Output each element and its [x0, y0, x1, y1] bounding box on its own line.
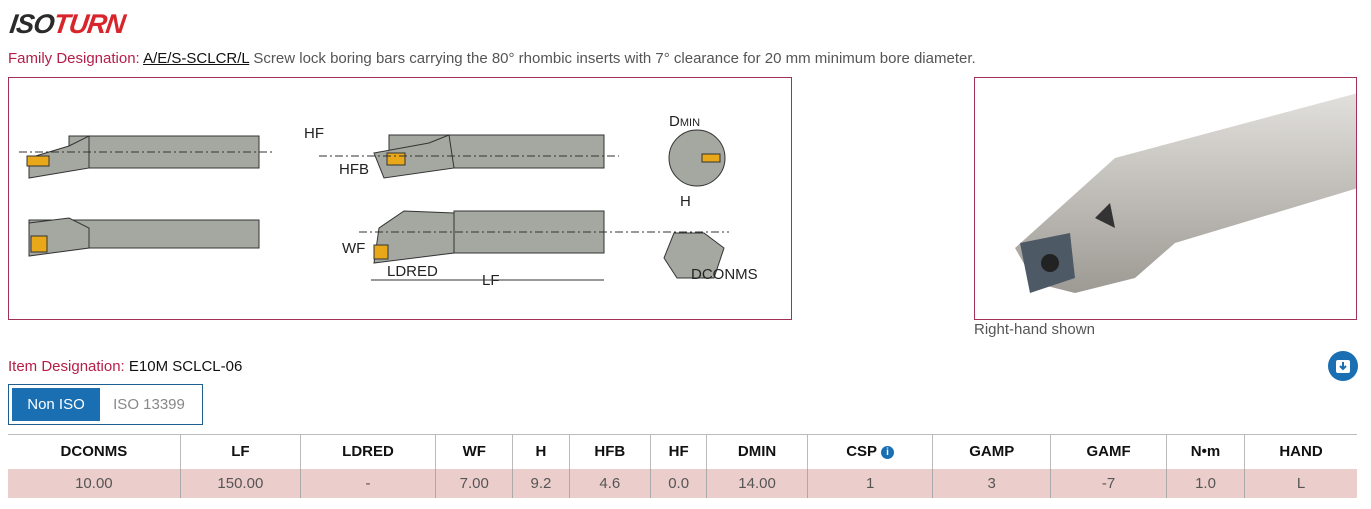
- column-header: GAMP: [932, 434, 1051, 469]
- download-button[interactable]: [1328, 351, 1358, 381]
- table-cell: 10.00: [8, 468, 181, 498]
- column-header: N•m: [1166, 434, 1245, 469]
- dconms-label: DCONMS: [691, 266, 758, 283]
- isoturn-logo: ISOTURN: [7, 9, 127, 39]
- family-designation: Family Designation: A/E/S-SCLCR/L Screw …: [8, 50, 976, 67]
- info-icon[interactable]: i: [881, 446, 895, 460]
- ldred-label: LDRED: [387, 263, 438, 280]
- table-cell: -7: [1050, 468, 1167, 498]
- standard-tabs: Non ISO ISO 13399: [8, 384, 203, 425]
- family-code-link[interactable]: A/E/S-SCLCR/L: [143, 50, 250, 67]
- family-label: Family Designation:: [8, 50, 140, 67]
- item-value: E10M SCLCL-06: [128, 358, 243, 375]
- table-cell: 1: [806, 468, 933, 498]
- table-cell: 4.6: [568, 468, 651, 498]
- column-header: HF: [650, 434, 707, 469]
- column-header: HFB: [568, 434, 651, 469]
- technical-drawing: HF HFB WF LDRED LF DMIN H DCONMS: [8, 77, 792, 320]
- column-header: H: [512, 434, 569, 469]
- photo-caption: Right-hand shown: [974, 321, 1095, 338]
- column-header: DMIN: [706, 434, 808, 469]
- wf-label: WF: [342, 240, 365, 257]
- hf-label: HF: [304, 125, 324, 142]
- column-header: GAMF: [1050, 434, 1167, 469]
- column-header: HAND: [1244, 434, 1357, 469]
- column-header: LF: [179, 434, 301, 469]
- table-cell: -: [299, 468, 436, 498]
- column-header: DCONMS: [8, 434, 181, 469]
- table-cell: 0.0: [650, 468, 707, 498]
- column-header: LDRED: [299, 434, 436, 469]
- table-cell: 14.00: [706, 468, 808, 498]
- download-icon: [1336, 360, 1350, 373]
- hfb-label: HFB: [339, 161, 369, 178]
- table-cell: L: [1244, 468, 1357, 498]
- family-description: Screw lock boring bars carrying the 80° …: [253, 50, 976, 67]
- table-cell: 1.0: [1166, 468, 1245, 498]
- item-designation: Item Designation: E10M SCLCL-06: [8, 358, 243, 375]
- column-header: WF: [435, 434, 513, 469]
- tab-non-iso[interactable]: Non ISO: [12, 388, 100, 421]
- table-cell: 150.00: [179, 468, 301, 498]
- table-cell: 3: [932, 468, 1051, 498]
- h-label: H: [680, 193, 691, 210]
- table-cell: 7.00: [435, 468, 513, 498]
- dmin-label: DMIN: [669, 113, 700, 130]
- table-cell: 9.2: [512, 468, 569, 498]
- product-photo: [974, 77, 1357, 320]
- tab-iso-13399[interactable]: ISO 13399: [113, 396, 185, 413]
